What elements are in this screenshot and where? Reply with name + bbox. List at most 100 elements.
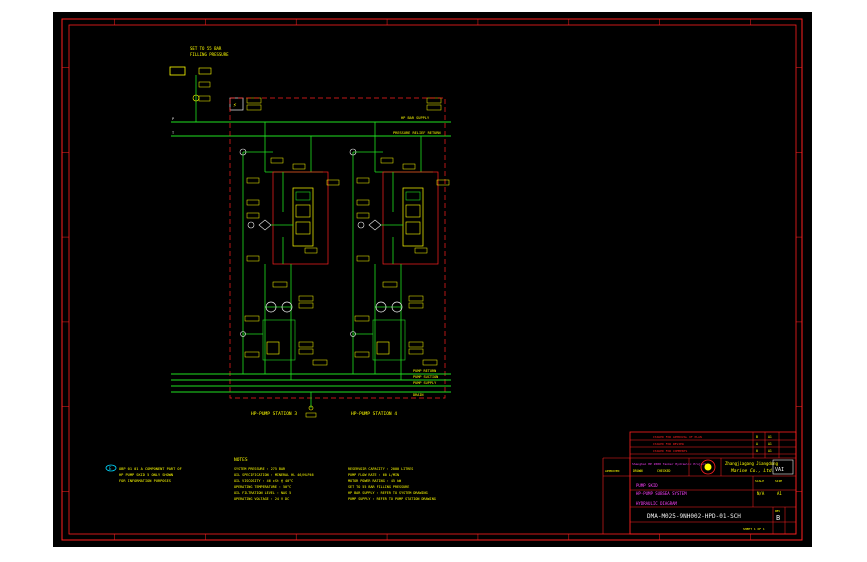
- check-valve-icon: [368, 219, 382, 231]
- revision-code: A1: [768, 449, 772, 453]
- legend: E OBP 01 01 A COMPONENT PART OF HP PUMP …: [105, 464, 182, 483]
- pressure-gauge-icon: [349, 148, 357, 156]
- component-tag: [326, 179, 340, 186]
- component-tag: [354, 315, 370, 322]
- legend-line-2: HP PUMP SKID 5 ONLY SHOWN: [119, 473, 173, 477]
- hydraulic-pump-icon: [265, 301, 277, 313]
- project-name: Shanghai HP 2000 Tanker Hydraulic Projec…: [632, 462, 706, 466]
- component-tag: [298, 302, 314, 309]
- component-tag: [244, 315, 260, 322]
- revision-letter: A: [756, 442, 758, 446]
- component-tag: [354, 351, 370, 358]
- component-tag: [246, 199, 260, 206]
- stations-layer: [239, 122, 450, 380]
- note-right-item: RESERVOIR CAPACITY : 2000 LITRES: [348, 467, 413, 471]
- rev-value: B: [776, 514, 780, 522]
- title-line-1: PUMP SKID: [636, 483, 658, 488]
- rev-label: REV: [775, 509, 780, 513]
- station-circuit-4: [349, 122, 450, 380]
- component-tag: [422, 359, 438, 366]
- pump-return-label: PUMP RETURN: [413, 369, 436, 373]
- station-4-label: HP-PUMP STATION 4: [351, 411, 397, 417]
- component-tag: [272, 281, 288, 288]
- note-left-item: OIL VISCOSITY : 46 cSt @ 40°C: [234, 479, 293, 483]
- hydraulic-motor-icon: [391, 301, 403, 313]
- component-tag: [246, 212, 260, 219]
- outer-border: [61, 18, 803, 541]
- component-tag: [408, 348, 424, 355]
- component-tag: [408, 295, 424, 302]
- component-tag: [402, 163, 416, 170]
- component-tag: [292, 163, 306, 170]
- legend-line-3: FOR INFORMATION PURPOSES: [119, 479, 171, 483]
- pump-supply-label: PUMP SUPPLY: [413, 381, 437, 385]
- supply-header: SET TO 55 BAR FILLING PRESSURE HP BAR SU…: [169, 46, 451, 137]
- skid-boundary: [229, 97, 446, 399]
- revision-code: A1: [768, 442, 772, 446]
- component-tag: [244, 351, 260, 358]
- supply-note-2: FILLING PRESSURE: [190, 52, 229, 57]
- valve-block: [272, 171, 329, 265]
- revision-letter: 0: [756, 449, 758, 453]
- drawing-sheet: SET TO 55 BAR FILLING PRESSURE HP BAR SU…: [53, 12, 812, 547]
- drawn-label: DRAWN: [633, 469, 643, 473]
- hydraulic-pump-icon: [375, 301, 387, 313]
- size-label: SIZE: [775, 479, 782, 483]
- component-tag: [356, 255, 370, 262]
- note-right-item: PUMP FLOW RATE : 60 L/MIN: [348, 473, 399, 477]
- hydraulic-motor-icon: [281, 301, 293, 313]
- svg-text:⚡: ⚡: [233, 102, 237, 109]
- company-name-1: Zhangjiagang Jiangdong: [725, 461, 779, 466]
- note-right-item: HP BAR SUPPLY : REFER TO SYSTEM DRAWING: [348, 491, 428, 495]
- component-tag: [270, 157, 284, 164]
- schematic-canvas: SET TO 55 BAR FILLING PRESSURE HP BAR SU…: [61, 18, 803, 541]
- directional-valve-icon: [402, 187, 424, 247]
- note-right-item: SET TO 55 BAR FILLING PRESSURE: [348, 485, 409, 489]
- sheet-label: SHEET 1 OF 1: [743, 527, 765, 531]
- station-circuit-3: [239, 122, 340, 380]
- svg-text:T: T: [172, 131, 175, 135]
- zone-ticks: [62, 19, 802, 540]
- revision-description: ISSUED FOR APPROVAL OF PLAN: [653, 435, 702, 439]
- component-tag: [414, 247, 428, 254]
- pump-assembly: [372, 319, 406, 361]
- revision-description: ISSUED FOR COMMENTS: [653, 449, 688, 453]
- scale-value: N/A: [757, 491, 765, 496]
- component-tag: [380, 157, 394, 164]
- inner-border: [68, 24, 797, 535]
- component-tag: [356, 199, 370, 206]
- legend-symbol-icon: [105, 464, 117, 472]
- component-tag: [298, 341, 314, 348]
- component-tag: [408, 341, 424, 348]
- checked-label: CHECKED: [657, 469, 671, 473]
- note-left-item: OIL FILTRATION LEVEL : NAS 5: [234, 491, 291, 495]
- station-3-label: HP-PUMP STATION 3: [251, 411, 297, 417]
- component-tag: [382, 281, 398, 288]
- drain-point-icon: [308, 405, 314, 411]
- note-left-item: OPERATING TEMPERATURE : 50°C: [234, 485, 291, 489]
- component-tag: [304, 247, 318, 254]
- switch-tag: [198, 67, 212, 75]
- pump-assembly: [262, 319, 296, 361]
- title-line-3: HYDRAULIC DIAGRAM: [636, 501, 678, 506]
- revision-code: A1: [768, 435, 772, 439]
- revision-letter: B: [756, 435, 758, 439]
- company-logo-icon: [700, 459, 716, 475]
- legend-line-1: OBP 01 01 A COMPONENT PART OF: [119, 467, 182, 471]
- note-left-item: SYSTEM PRESSURE : 275 BAR: [234, 467, 286, 471]
- svg-text:E: E: [109, 466, 112, 471]
- svg-text:P: P: [172, 117, 174, 121]
- vai-logo: [772, 459, 794, 475]
- component-tag: [408, 302, 424, 309]
- pressure-gauge-icon: [357, 221, 365, 229]
- note-left-item: OIL SPECIFICATION : MINERAL HL 46/HLP46: [234, 473, 314, 477]
- scale-label: SCALE: [755, 479, 764, 483]
- drawing-number: DMA-M025-9NH002-HPD-01-SCH: [647, 513, 741, 520]
- component-tag: [246, 177, 260, 184]
- company-name-2: Marine Co., Ltd.: [730, 468, 774, 474]
- component-tag: [298, 348, 314, 355]
- title-line-2: HP-PUMP SUBSEA SYSTEM: [636, 491, 687, 496]
